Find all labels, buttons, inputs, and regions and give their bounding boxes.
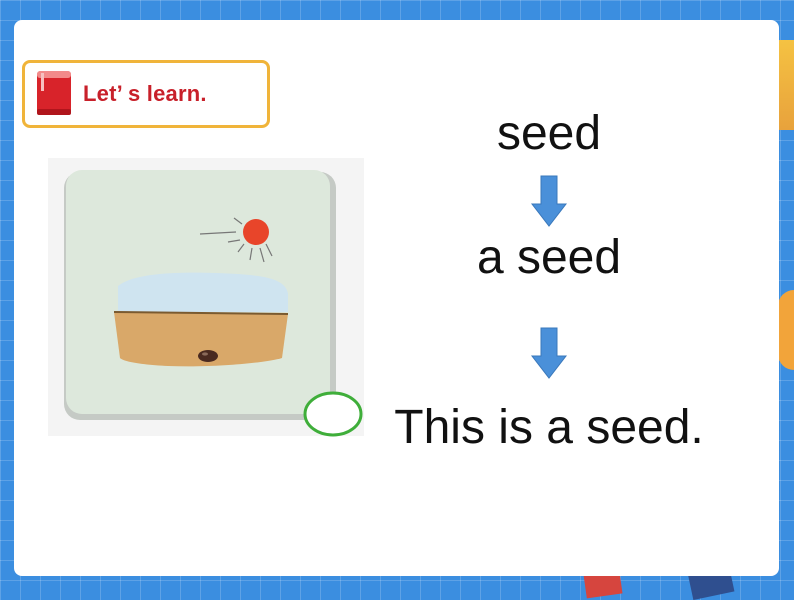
word-a-seed: a seed xyxy=(476,231,622,284)
word-seed: seed xyxy=(496,107,602,160)
book-icon xyxy=(35,69,73,117)
decorative-ruler-right xyxy=(778,290,794,370)
arrow-down-icon xyxy=(530,174,568,228)
sentence-this-is-a-seed: This is a seed. xyxy=(394,401,704,454)
circle-badge-icon xyxy=(302,390,364,440)
decorative-tab-right xyxy=(776,40,794,130)
lets-learn-label: Let’ s learn. xyxy=(83,81,207,106)
seed-illustration xyxy=(48,158,364,437)
sun-icon xyxy=(198,208,282,268)
lets-learn-header: Let’ s learn. xyxy=(22,60,270,128)
slide-canvas: Let’ s learn. xyxy=(14,20,779,576)
arrow-down-icon xyxy=(530,326,568,380)
word-progression: seed a seed This is a seed. xyxy=(369,102,729,482)
seed-icon xyxy=(196,348,220,364)
